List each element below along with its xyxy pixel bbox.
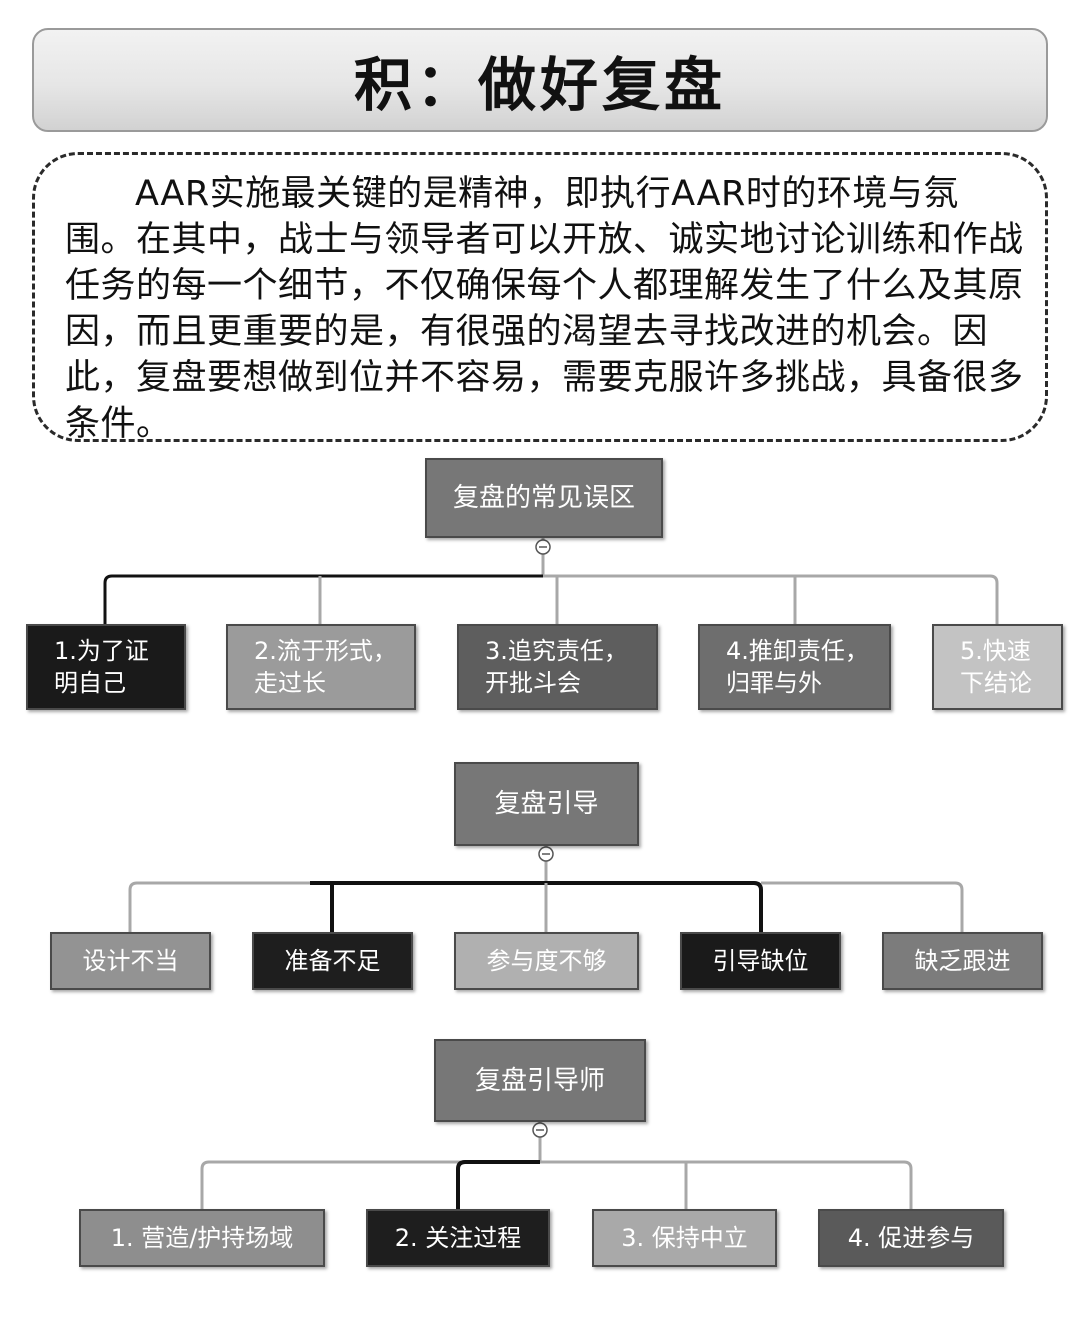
diagram-2-child-5[interactable]: 缺乏跟进 — [882, 932, 1043, 990]
d2-bar-dark — [310, 881, 763, 932]
diagram-1-child-1-label: 1.为了证 明自己 — [54, 637, 149, 697]
d2-bar-light-right — [761, 881, 964, 932]
diagram-2-child-3-label: 参与度不够 — [486, 947, 607, 975]
diagram-2-child-1-label: 设计不当 — [82, 947, 179, 975]
diagram-1-root-label: 复盘的常见误区 — [452, 483, 635, 513]
page-title: 积：做好复盘 — [353, 51, 726, 119]
d3-bar-light-left — [200, 1160, 465, 1209]
intro-box: AAR实施最关键的是精神，即执行AAR时的环境与氛围。在其中，战士与领导者可以开… — [32, 152, 1048, 444]
diagram-1-child-2-label: 2.流于形式， 走过长 — [254, 637, 397, 697]
diagram-1-child-4-label: 4.推卸责任， 归罪与外 — [726, 637, 869, 697]
diagram-3-child-2[interactable]: 2. 关注过程 — [366, 1209, 550, 1267]
diagram-3-root[interactable]: 复盘引导师 — [434, 1039, 646, 1122]
diagram-3-root-label: 复盘引导师 — [474, 1065, 605, 1096]
d1-bar-light — [543, 574, 999, 624]
diagram-2-child-5-label: 缺乏跟进 — [914, 947, 1011, 975]
diagram-2-root[interactable]: 复盘引导 — [454, 762, 639, 846]
diagram-3-child-1-label: 1. 营造/护持场域 — [110, 1224, 294, 1252]
diagram-3-child-4[interactable]: 4. 促进参与 — [818, 1209, 1004, 1267]
intro-paragraph: AAR实施最关键的是精神，即执行AAR时的环境与氛围。在其中，战士与领导者可以开… — [65, 174, 1024, 444]
diagram-3-child-1[interactable]: 1. 营造/护持场域 — [79, 1209, 325, 1267]
diagram-1-root[interactable]: 复盘的常见误区 — [425, 458, 663, 538]
diagram-3-child-3[interactable]: 3. 保持中立 — [592, 1209, 777, 1267]
diagram-2-child-2[interactable]: 准备不足 — [252, 932, 413, 990]
diagram-2-child-4-label: 引导缺位 — [712, 947, 809, 975]
diagram-2-child-4[interactable]: 引导缺位 — [680, 932, 841, 990]
diagram-1-child-3-label: 3.追究责任， 开批斗会 — [485, 637, 628, 697]
diagram-1-child-5-label: 5.快速 下结论 — [960, 637, 1032, 697]
title-banner: 积：做好复盘 — [32, 28, 1048, 132]
diagram-3-child-4-label: 4. 促进参与 — [847, 1224, 975, 1252]
d1-bar-dark — [103, 574, 543, 624]
d2-bar-light-left — [128, 881, 310, 932]
diagram-2-connectors — [128, 846, 964, 932]
diagram-2-child-1[interactable]: 设计不当 — [50, 932, 211, 990]
d3-bar-dark — [456, 1160, 540, 1209]
diagram-1-child-3[interactable]: 3.追究责任， 开批斗会 — [457, 624, 658, 710]
diagram-1-child-4[interactable]: 4.推卸责任， 归罪与外 — [698, 624, 891, 710]
diagram-3-child-3-label: 3. 保持中立 — [621, 1224, 748, 1252]
diagram-2-root-label: 复盘引导 — [494, 789, 599, 819]
diagram-1-child-2[interactable]: 2.流于形式， 走过长 — [226, 624, 416, 710]
diagram-1-child-1[interactable]: 1.为了证 明自己 — [26, 624, 186, 710]
diagram-1-connectors — [103, 538, 999, 624]
diagram-3-connectors — [200, 1122, 913, 1209]
diagram-1-child-5[interactable]: 5.快速 下结论 — [932, 624, 1063, 710]
d3-bar-light-right — [540, 1160, 913, 1209]
diagram-3-child-2-label: 2. 关注过程 — [394, 1224, 522, 1252]
diagram-2-child-3[interactable]: 参与度不够 — [454, 932, 639, 990]
diagram-2-child-2-label: 准备不足 — [284, 947, 381, 975]
